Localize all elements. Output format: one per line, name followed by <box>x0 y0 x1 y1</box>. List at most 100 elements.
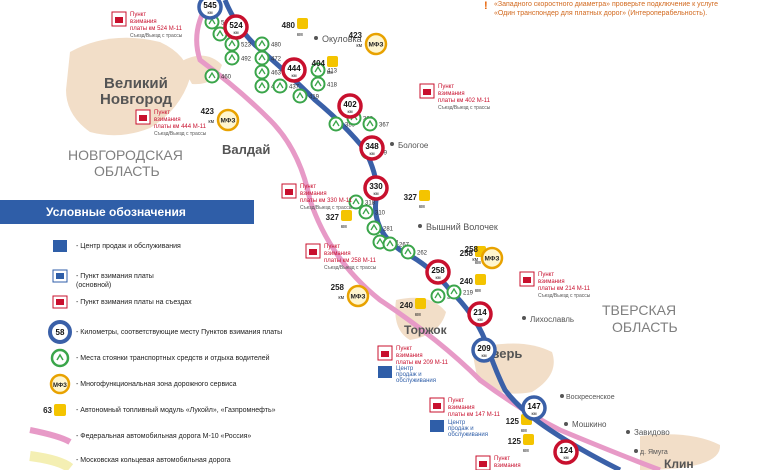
service-center-icon <box>378 366 392 378</box>
toll-km-label: 524 <box>229 21 243 30</box>
parking-km-label: 463 <box>271 71 282 77</box>
toll-box-line4: Съезд/Выезд с трассы <box>300 205 353 211</box>
toll-box-line3: платы км 147 М-11 <box>448 412 501 418</box>
parking-glyph <box>314 79 322 87</box>
parking-icon <box>328 116 344 132</box>
parking-glyph <box>296 91 304 99</box>
parking-km-label: 460 <box>221 75 232 81</box>
legend-item-text: - Километры, соответствующие месту Пункт… <box>76 329 282 336</box>
toll-box-line2: взимания <box>396 353 423 359</box>
service-box-line1: Центр <box>448 420 466 426</box>
toll-exit-glyph <box>139 115 147 121</box>
parking-icon <box>254 50 270 66</box>
service-box-line1: Центр <box>396 366 414 372</box>
city-novgorod-line2: Новгород <box>100 91 173 108</box>
city-valday: Валдай <box>222 142 270 157</box>
toll-box-line2: взимания <box>324 251 351 257</box>
fuel-icon <box>415 298 426 309</box>
toll-km-unit: км <box>481 353 486 358</box>
toll-exit-glyph <box>479 461 487 467</box>
toll-km-label: 402 <box>343 100 357 109</box>
fuel-km-label: 327 <box>404 193 418 202</box>
parking-icon <box>224 50 240 66</box>
fuel-km-label: 125 <box>506 417 520 426</box>
parking-icon <box>382 236 398 252</box>
notice-line-1: «Западного скоростного диаметра» проверь… <box>494 1 718 8</box>
mfz-icon <box>364 32 388 56</box>
town-dot <box>560 394 564 398</box>
legend-panel <box>0 200 254 470</box>
parking-marker: 492 <box>224 50 252 66</box>
parking-km-label: 472 <box>271 57 282 63</box>
toll-exit-glyph <box>285 189 293 195</box>
parking-marker: 460 <box>204 68 232 84</box>
region-novgorod-line1: НОВГОРОДСКАЯ <box>68 147 183 163</box>
town-voskresenskoe: Воскресенское <box>566 394 615 401</box>
mfz-icon <box>49 373 71 395</box>
fuel-km-unit: км <box>475 260 481 266</box>
service-center-icon <box>53 240 67 252</box>
toll-km-unit: км <box>291 73 296 78</box>
parking-marker: 437 <box>272 78 300 94</box>
toll-km-unit: км <box>207 10 212 15</box>
toll-main-glyph <box>56 273 64 279</box>
legend-item-text: - Московская кольцевая автомобильная дор… <box>76 456 231 464</box>
km-circle-icon <box>337 93 363 119</box>
parking-glyph <box>352 197 360 205</box>
town-yamuga: д. Ямуга <box>640 449 668 456</box>
parking-icon <box>358 204 374 220</box>
town-dot <box>564 422 568 426</box>
parking-glyph <box>362 207 370 215</box>
toll-box-line1: Пункт <box>538 272 554 278</box>
fuel-km-unit: км <box>475 288 481 294</box>
fuel-km-unit: км <box>327 70 333 76</box>
toll-box-line4: Съезд/Выезд с трассы <box>154 131 207 137</box>
toll-box-line4: Съезд/Выезд с трассы <box>130 33 183 39</box>
fuel-icon <box>419 190 430 201</box>
km-circle-icon <box>359 135 385 161</box>
parking-icon <box>366 220 382 236</box>
legend-item-text: - Федеральная автомобильная дорога М-10 … <box>76 432 251 440</box>
parking-icon <box>400 244 416 260</box>
town-okulovka: Окуловка <box>322 34 362 44</box>
toll-box-line1: Пункт <box>494 456 510 462</box>
toll-box-line1: Пункт <box>396 346 412 352</box>
legend-item: - Федеральная автомобильная дорога М-10 … <box>29 427 251 445</box>
service-box-line3: обслуживания <box>396 378 436 384</box>
toll-box-line1: Пункт <box>300 184 316 190</box>
mfz-km-unit: км <box>472 257 478 263</box>
legend-title: Условные обозначения <box>46 205 186 219</box>
toll-exit-glyph <box>309 249 317 255</box>
fuel-icon <box>297 18 308 29</box>
toll-km-unit: км <box>477 317 482 322</box>
toll-exit-glyph <box>523 277 531 283</box>
city-klin: Клин <box>664 457 694 470</box>
parking-marker: 413 <box>310 62 338 78</box>
parking-km-label: 523 <box>241 43 252 49</box>
parking-marker: 389 <box>328 116 356 132</box>
toll-box-line1: Пункт <box>448 398 464 404</box>
parking-glyph <box>450 287 458 295</box>
town-dot <box>634 449 638 453</box>
toll-box-line4: Съезд/Выезд с трассы <box>538 293 591 299</box>
toll-box-line3: платы км 402 М-11 <box>438 98 491 104</box>
parking-glyph <box>434 291 442 299</box>
mfz-km-label: 423 <box>349 31 363 40</box>
parking-marker: 219 <box>446 284 474 300</box>
parking-glyph <box>258 39 266 47</box>
toll-box-line2: взимания <box>300 191 327 197</box>
town-dot <box>418 224 422 228</box>
legend-item: 63- Автономный топливный модуль «Лукойл»… <box>43 404 276 416</box>
fuel-km-label: 404 <box>312 59 326 68</box>
parking-km-label: 219 <box>463 291 474 297</box>
